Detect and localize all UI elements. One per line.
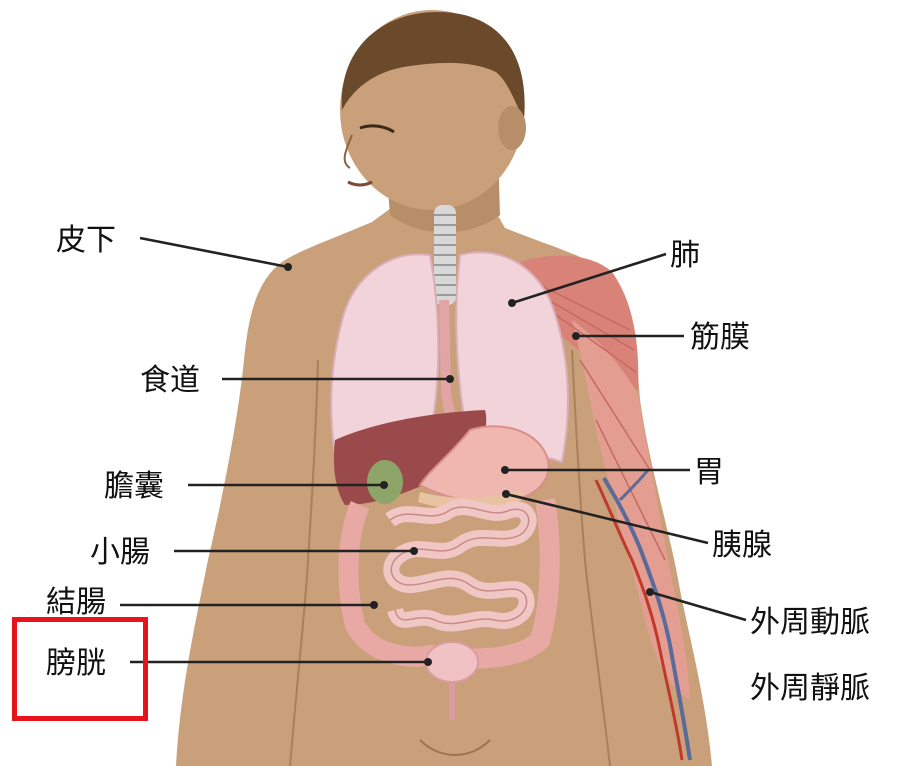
leader-dot-fascia bbox=[572, 332, 580, 340]
leader-dot-small-intestine bbox=[410, 547, 418, 555]
label-peripheral-vein: 外周靜脈 bbox=[750, 671, 870, 706]
label-gallbladder: 膽囊 bbox=[104, 469, 164, 504]
mouth bbox=[348, 182, 372, 185]
leader-dot-esophagus bbox=[446, 375, 454, 383]
bladder-highlight-box bbox=[12, 617, 148, 721]
leader-dot-peripheral-vessels bbox=[646, 588, 654, 596]
bladder-shape bbox=[426, 642, 478, 682]
leader-dot-subcutaneous bbox=[284, 263, 292, 271]
label-subcutaneous: 皮下 bbox=[56, 223, 116, 258]
organs bbox=[331, 205, 568, 720]
ear bbox=[498, 106, 526, 150]
leader-dot-stomach bbox=[501, 466, 509, 474]
leader-dot-colon bbox=[370, 601, 378, 609]
label-colon: 結腸 bbox=[46, 585, 106, 620]
label-fascia: 筋膜 bbox=[690, 320, 750, 355]
leader-dot-lung bbox=[508, 299, 516, 307]
label-peripheral-artery: 外周動脈 bbox=[750, 605, 870, 640]
label-small-intestine: 小腸 bbox=[90, 535, 150, 570]
label-stomach: 胃 bbox=[694, 455, 724, 490]
leader-dot-pancreas bbox=[502, 490, 510, 498]
label-pancreas: 胰腺 bbox=[712, 528, 772, 563]
leader-dot-bladder bbox=[424, 658, 432, 666]
leader-subcutaneous bbox=[140, 238, 288, 267]
label-lung: 肺 bbox=[670, 238, 700, 273]
label-esophagus: 食道 bbox=[140, 363, 200, 398]
leader-dot-gallbladder bbox=[380, 481, 388, 489]
